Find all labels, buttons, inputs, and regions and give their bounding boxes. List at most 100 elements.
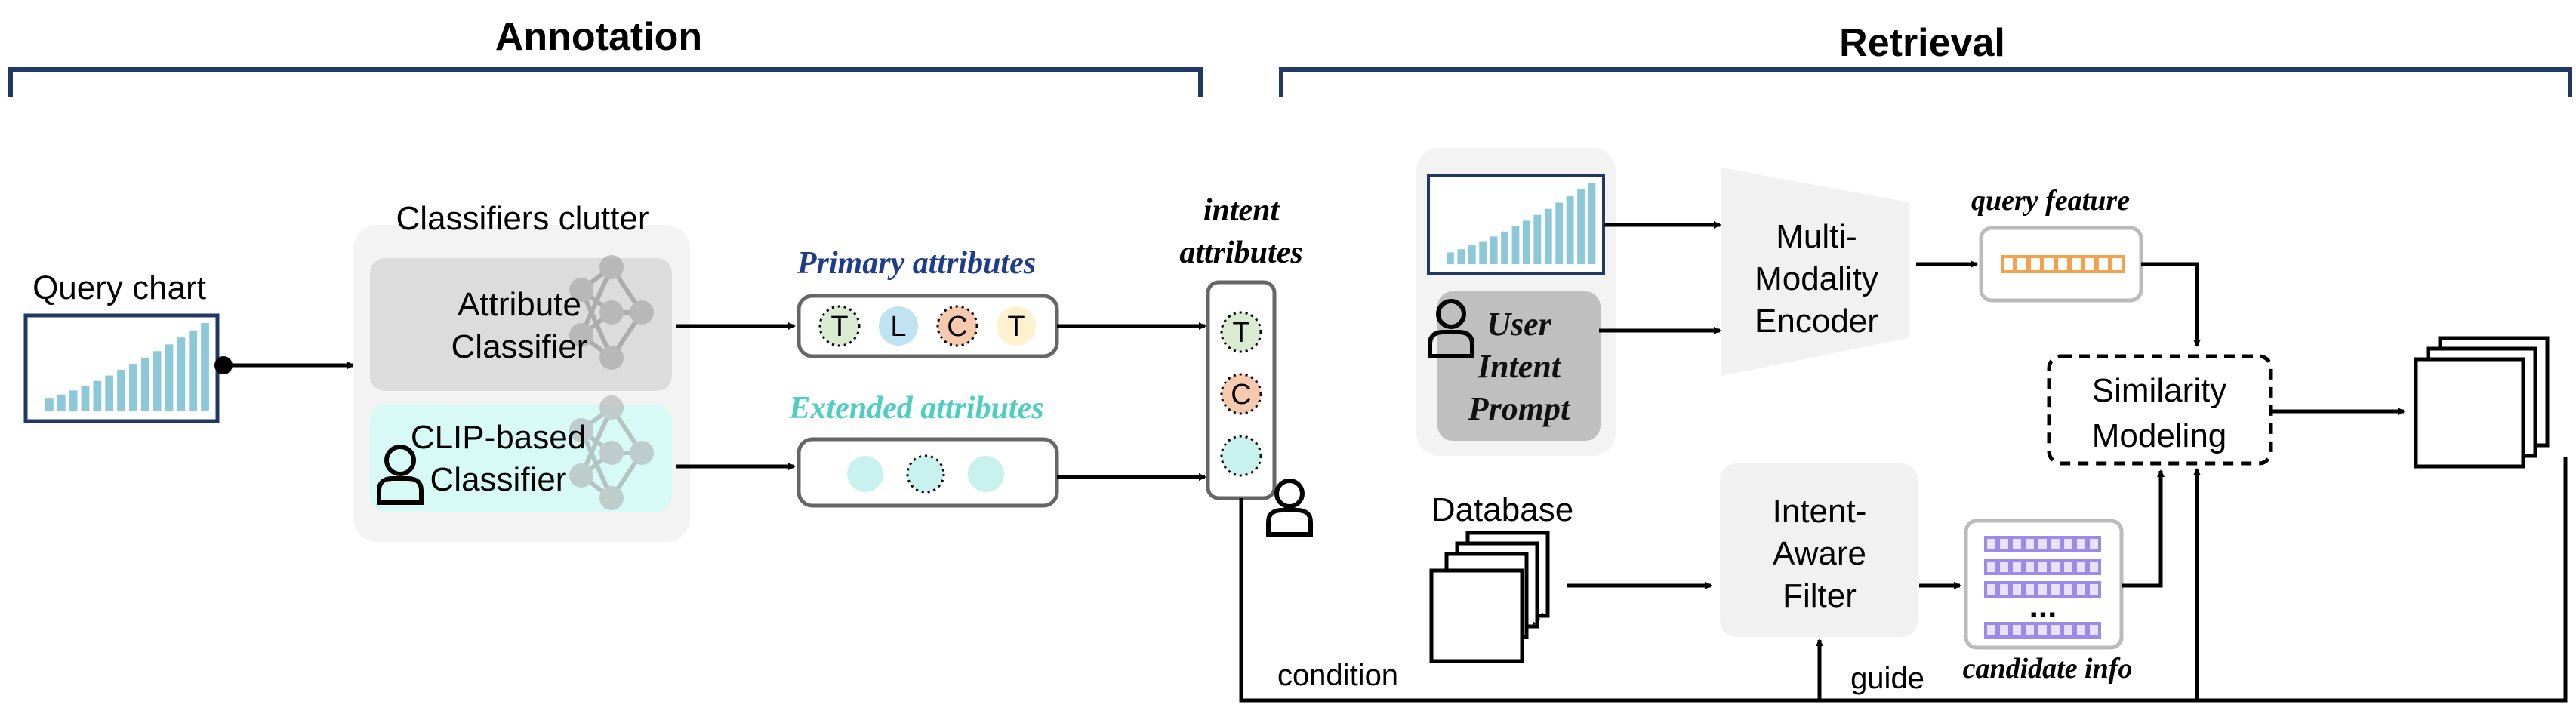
candidate-cell [1997, 536, 2011, 552]
chart-bar [1577, 189, 1585, 264]
attribute-token [1220, 373, 1262, 415]
attribute-classifier-line1: Attribute [458, 286, 581, 323]
user-icon [377, 445, 424, 505]
feature-cell [2001, 255, 2016, 273]
attribute-token [818, 305, 861, 347]
intent-aware-filter-box [1720, 463, 1918, 637]
chart-bar [201, 323, 209, 411]
user-intent-prompt-line2: Intent [1477, 348, 1562, 385]
candidate-cell [2087, 559, 2101, 575]
primary-attributes-label: Primary attributes [797, 246, 1036, 281]
chart-bar [1457, 249, 1465, 264]
feature-cell [2096, 255, 2111, 273]
candidate-cell [1997, 581, 2011, 598]
chart-bar [81, 386, 90, 411]
chart-bar [105, 375, 114, 411]
retrieval-chart-bars [1447, 183, 1596, 264]
condition-label: condition [1277, 659, 1398, 692]
candidate-cell [2035, 622, 2050, 639]
candidate-cell [2061, 559, 2075, 575]
encoder-line2: Modality [1755, 260, 1878, 297]
database-stack-icon: ... [1429, 531, 1550, 663]
user-intent-prompt-line3: Prompt [1468, 390, 1571, 427]
extended-attributes-label: Extended attributes [788, 391, 1043, 426]
query-chart-thumbnail [23, 313, 220, 423]
attribute-token-letter: T [1007, 311, 1025, 343]
candidate-cell [1997, 622, 2011, 639]
guide-label: guide [1850, 662, 1924, 695]
chart-bar [57, 394, 66, 411]
attribute-token [879, 306, 918, 346]
chart-bar [1501, 231, 1508, 264]
intent-attribute-tokens: TC [1220, 311, 1262, 477]
retrieval-results-stack-icon [2414, 336, 2550, 469]
encoder-line1: Multi- [1776, 218, 1857, 255]
candidate-cell [1997, 559, 2011, 575]
chart-bar [45, 398, 54, 411]
chart-bar [1533, 214, 1542, 264]
chart-bar [1544, 208, 1552, 264]
candidate-info-label: candidate info [1963, 653, 2133, 685]
attribute-token [847, 456, 883, 492]
annotation-section-title: Annotation [495, 15, 702, 59]
candidate-cell [2061, 622, 2075, 639]
candidate-cell [2010, 622, 2024, 639]
candidate-cell [2074, 536, 2088, 552]
candidate-cell [2061, 536, 2075, 552]
user-intent-prompt-box: User Intent Prompt [1428, 291, 1601, 441]
clip-classifier-line2: Classifier [430, 461, 567, 498]
chart-bar [1566, 195, 1574, 264]
condition-path [1239, 457, 2568, 703]
candidate-cell [2010, 536, 2024, 552]
arrow-candidates-to-similarity [2122, 469, 2165, 588]
feature-cell [2109, 255, 2125, 273]
candidate-ellipsis: ... [2029, 588, 2057, 625]
database-label: Database [1431, 491, 1573, 528]
filter-line3: Filter [1783, 577, 1857, 614]
candidate-cell [2087, 536, 2101, 552]
chart-bar [1523, 220, 1530, 264]
attribute-token [1220, 311, 1262, 353]
filter-line2: Aware [1773, 535, 1866, 572]
candidate-cell [2074, 581, 2088, 598]
chart-bar [1511, 226, 1520, 264]
clip-classifier-line1: CLIP-based [411, 419, 586, 456]
similarity-modeling-box [2047, 354, 2273, 466]
attribute-token-letter: T [830, 311, 848, 343]
retrieval-chart-thumbnail [1427, 174, 1605, 275]
attribute-token [997, 306, 1036, 346]
feature-cell [2041, 255, 2057, 273]
chart-bar [140, 357, 149, 411]
candidate-cell [2048, 622, 2063, 639]
attribute-token [906, 454, 945, 494]
query-chart-bars [45, 323, 209, 411]
candidate-cell [2087, 622, 2101, 639]
candidate-cell [2048, 559, 2063, 575]
attribute-token [1220, 435, 1262, 477]
chart-bar [1555, 202, 1564, 264]
candidate-cell [2087, 581, 2101, 598]
chart-bar [1447, 252, 1454, 264]
candidate-cell [2010, 559, 2024, 575]
user-icon [1266, 479, 1313, 537]
candidate-cell [2048, 536, 2063, 552]
chart-bar [165, 344, 174, 411]
feature-cell [2069, 255, 2084, 273]
annotation-section-bracket [8, 67, 1203, 97]
chart-bar [1479, 241, 1487, 264]
attribute-token-letter: T [1232, 317, 1249, 349]
attribute-token [968, 456, 1004, 492]
similarity-line2: Modeling [2092, 417, 2227, 454]
candidate-cell [2023, 536, 2037, 552]
query-feature-label: query feature [1971, 185, 2130, 217]
intent-attributes-label-line2: attributes [1179, 235, 1302, 270]
candidate-cell [2023, 622, 2037, 639]
chart-bar [129, 364, 137, 411]
candidate-cell [2023, 559, 2037, 575]
attribute-token-letter: C [1231, 379, 1251, 411]
chart-bar [1588, 183, 1596, 264]
attribute-classifier-box: Attribute Classifier [370, 255, 672, 391]
retrieval-section-title: Retrieval [1839, 21, 2005, 65]
candidate-cell [1984, 559, 1998, 575]
